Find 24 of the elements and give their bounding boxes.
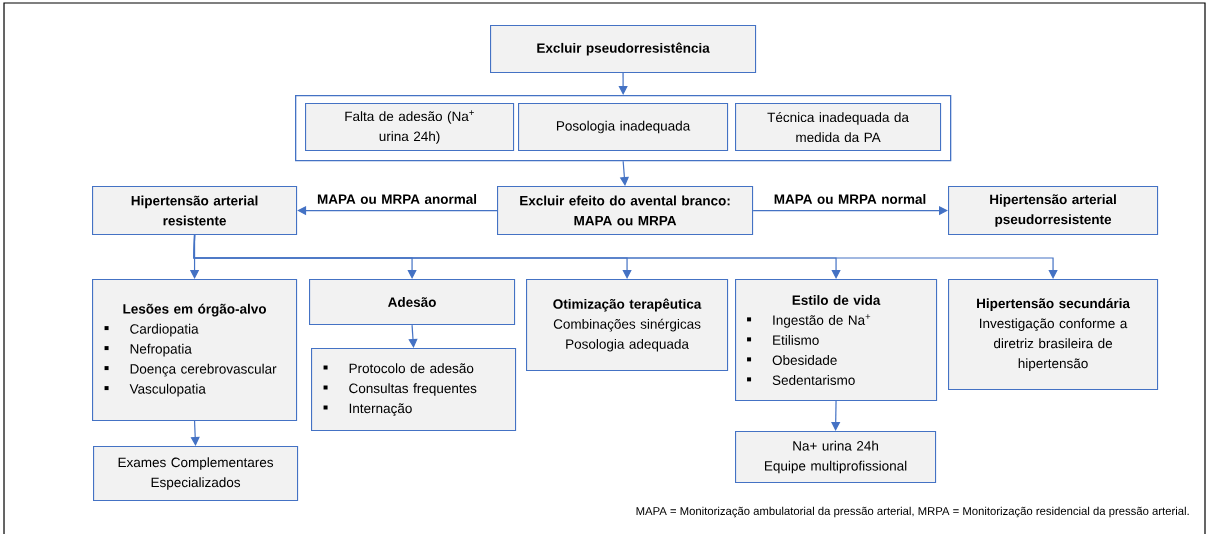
- process-box: Excluir pseudorresistência: [490, 25, 757, 74]
- list-box: Estilo de vida Ingestão de Na$^{+}$ Etilismo Obesidade Sedentarismo: [735, 279, 938, 402]
- process-box: Hipertensão secundária Investigação conforme a diretriz brasileira de hipertensão: [948, 279, 1159, 391]
- group-box: [295, 95, 952, 162]
- caption: MAPA = Monitorização ambulatorial da pressão arterial, MRPA = Monitorização residencial da pressão arterial.: [636, 506, 1189, 518]
- process-box: Otimização terapêutica Combinações sinérgicas Posologia adequada: [526, 279, 729, 372]
- edge-label: MAPA ou MRPA normal: [774, 194, 926, 204]
- arrow: [408, 324, 418, 348]
- edge-label: MAPA ou MRPA anormal: [317, 194, 477, 204]
- arrow: [618, 72, 628, 95]
- process-box: Na+ urina 24h Equipe multiprofissional: [735, 431, 937, 484]
- arrow: [190, 420, 200, 446]
- process-box: Posologia inadequada: [518, 103, 729, 152]
- result-box: Hipertensão arterial pseudorresistente: [948, 186, 1159, 236]
- arrow: [831, 400, 841, 431]
- list-box: Protocolo de adesão Consultas frequentes Internação: [311, 348, 517, 432]
- process-box: Falta de adesão (Na$^{+}$ urina 24h): [305, 103, 515, 152]
- result-box: Hipertensão arterial resistente: [92, 186, 298, 236]
- process-box: Exames Complementares Especializados: [93, 446, 299, 502]
- process-box: Adesão: [309, 279, 516, 326]
- list-box: Lesões em órgão-alvo Cardiopatia Nefropatia Doença cerebrovascular Vasculopatia: [92, 279, 298, 422]
- process-box: Técnica inadequada da medida da PA: [735, 103, 942, 152]
- decision-box: Excluir efeito do avental branco: MAPA ou MRPA: [497, 186, 754, 236]
- arrow: [193, 234, 1058, 279]
